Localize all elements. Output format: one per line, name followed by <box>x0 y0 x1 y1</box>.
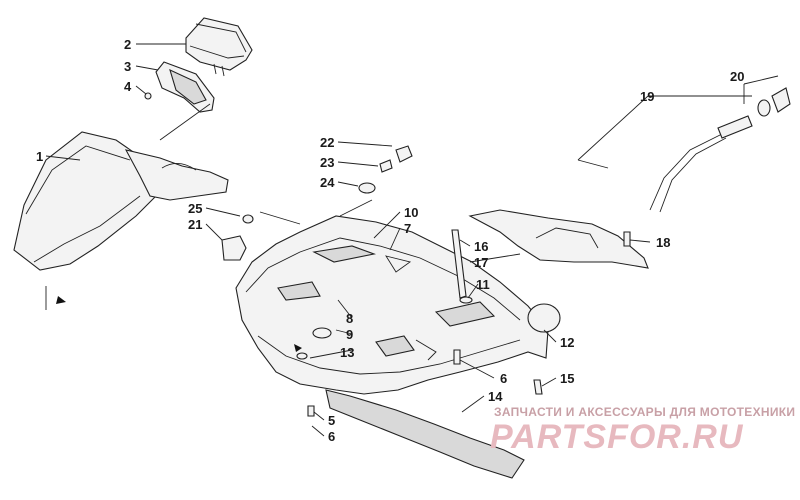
callout-19: 19 <box>640 89 654 104</box>
callout-4: 4 <box>124 79 132 94</box>
callout-3: 3 <box>124 59 131 74</box>
round-cover-part <box>527 303 561 333</box>
callout-22: 22 <box>320 135 334 150</box>
callout-2: 2 <box>124 37 131 52</box>
callout-18: 18 <box>656 235 670 250</box>
key-part-23 <box>379 159 393 173</box>
callout-6a: 6 <box>328 429 335 444</box>
callout-25: 25 <box>188 201 202 216</box>
callout-11: 11 <box>476 277 490 292</box>
callout-numbers: 2 3 4 1 22 23 24 25 21 10 7 8 9 13 16 17… <box>36 37 744 444</box>
push-rivet-part-16 <box>451 229 473 304</box>
screw-part-6b <box>453 349 461 365</box>
leader-lines <box>45 43 779 437</box>
callout-16: 16 <box>474 239 488 254</box>
callout-8: 8 <box>346 311 353 326</box>
throttle-cable-part <box>649 115 753 213</box>
callout-24: 24 <box>320 175 335 190</box>
gauge-part <box>185 17 253 77</box>
gauge-bezel-part <box>155 61 215 113</box>
windshield-part <box>13 131 161 271</box>
dash-console-part <box>235 215 549 395</box>
foam-pad-part <box>325 389 525 479</box>
callout-10: 10 <box>404 205 418 220</box>
hood-cowl-part <box>124 149 229 201</box>
direction-arrows <box>56 296 302 352</box>
callout-20: 20 <box>730 69 744 84</box>
throttle-switch-part <box>757 87 791 117</box>
handlebar-pod-part <box>468 209 649 269</box>
grommet-part-25 <box>242 214 254 224</box>
callout-15: 15 <box>560 371 574 386</box>
screw-part-5 <box>307 405 315 417</box>
callout-6b: 6 <box>500 371 507 386</box>
switch-part-21 <box>221 235 247 261</box>
watermark-tagline: ЗАПЧАСТИ И АКСЕССУАРЫ ДЛЯ МОТОТЕХНИКИ <box>494 405 795 419</box>
washer-part-13 <box>296 352 308 360</box>
callout-17: 17 <box>474 255 488 270</box>
callout-7: 7 <box>404 221 411 236</box>
screw-part-18 <box>623 231 631 247</box>
callout-21: 21 <box>188 217 202 232</box>
callout-9: 9 <box>346 327 353 342</box>
callout-12: 12 <box>560 335 574 350</box>
watermark-logo: PARTSFOR.RU <box>490 418 744 456</box>
callout-14: 14 <box>488 389 503 404</box>
callout-13: 13 <box>340 345 354 360</box>
nut-part-24 <box>358 182 376 194</box>
screw-part-15 <box>533 379 543 395</box>
callout-1: 1 <box>36 149 43 164</box>
callout-23: 23 <box>320 155 334 170</box>
callout-5: 5 <box>328 413 335 428</box>
watermark: ЗАПЧАСТИ И АКСЕССУАРЫ ДЛЯ МОТОТЕХНИКИ PA… <box>490 405 795 456</box>
screw-part-4 <box>144 92 152 100</box>
cap-part-22 <box>395 145 413 163</box>
